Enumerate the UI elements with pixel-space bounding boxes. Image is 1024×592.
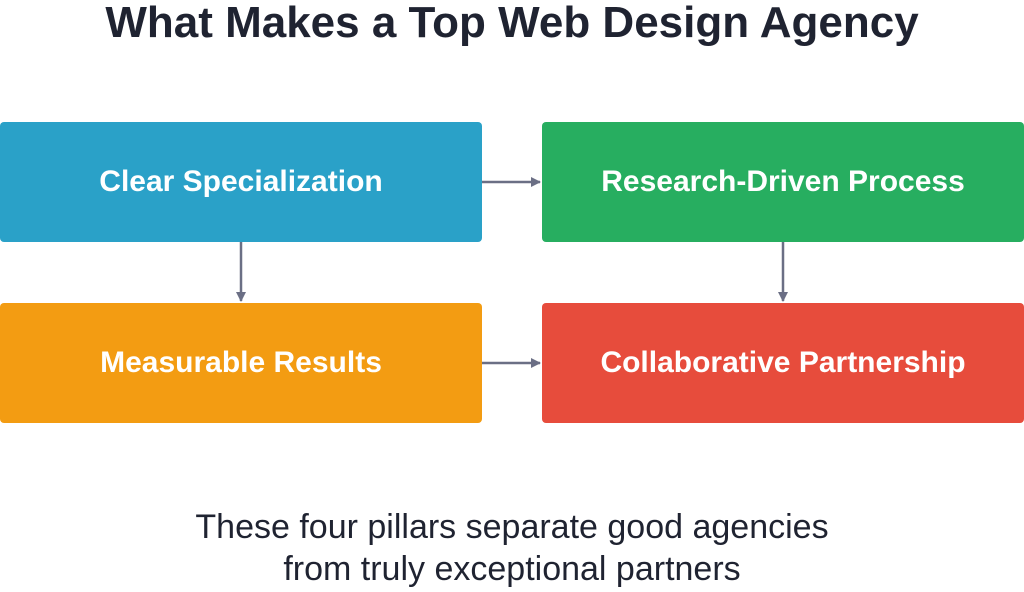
node-label: Clear Specialization <box>99 165 383 198</box>
diagram-caption: These four pillars separate good agencie… <box>0 506 1024 590</box>
caption-line-2: from truly exceptional partners <box>283 550 741 588</box>
node-label: Research-Driven Process <box>601 165 965 198</box>
caption-line-1: These four pillars separate good agencie… <box>195 508 829 546</box>
node-measurable-results: Measurable Results <box>0 303 482 423</box>
node-research-driven-process: Research-Driven Process <box>542 122 1024 242</box>
node-collaborative-partnership: Collaborative Partnership <box>542 303 1024 423</box>
node-clear-specialization: Clear Specialization <box>0 122 482 242</box>
node-label: Collaborative Partnership <box>600 346 966 379</box>
node-label: Measurable Results <box>100 346 382 379</box>
page-title: What Makes a Top Web Design Agency <box>105 0 919 47</box>
